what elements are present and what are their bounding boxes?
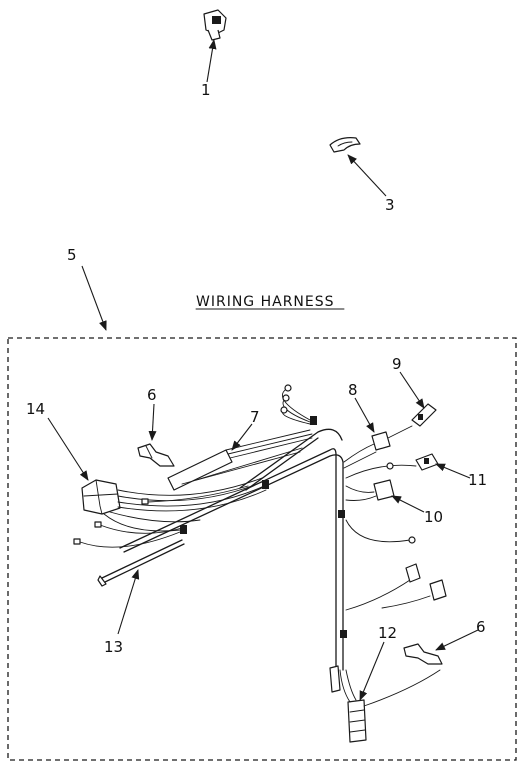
leader-3 [347,154,387,197]
part-14-connector [81,477,267,532]
part-6-terminal-left [137,443,175,467]
part-10-connector [345,479,395,501]
main-trunk [119,416,347,671]
callout-9: 9 [392,355,402,373]
callout-13: 13 [104,638,123,656]
callout-5: 5 [67,246,77,264]
leader-11 [435,463,471,479]
part-12-connector [329,665,441,743]
part-1-switch [203,9,227,41]
leader-8 [354,397,375,433]
part-11-lead [345,453,439,479]
callout-6a: 6 [147,386,157,404]
leader-14 [47,417,89,481]
part-9-lead [411,403,437,427]
callout-8: 8 [348,381,358,399]
callout-7: 7 [250,408,260,426]
branch-wires-right [345,519,447,611]
harness-boundary [7,337,517,761]
leader-12 [359,641,385,701]
callout-10: 10 [424,508,443,526]
callout-14: 14 [26,400,45,418]
leader-5 [81,265,107,331]
loose-wires-left [73,485,249,548]
callout-6b: 6 [476,618,486,636]
leader-10 [391,495,425,513]
leader-9 [399,371,425,409]
leader-1 [206,39,217,83]
part-7-terminal-block [167,429,313,491]
part-13-lead [97,539,185,587]
leader-6b [435,629,479,651]
callout-12: 12 [378,624,397,642]
part-6-terminal-right [403,643,443,665]
part-3-clip [329,137,361,153]
leader-6a [148,403,157,441]
leader-7 [231,423,253,451]
diagram-title: WIRING HARNESS [196,294,335,310]
part-8-connector [343,425,413,469]
loop-connectors [280,384,311,425]
leader-13 [117,569,140,635]
callout-11: 11 [468,471,487,489]
callout-3: 3 [385,196,395,214]
callout-1: 1 [201,81,211,99]
